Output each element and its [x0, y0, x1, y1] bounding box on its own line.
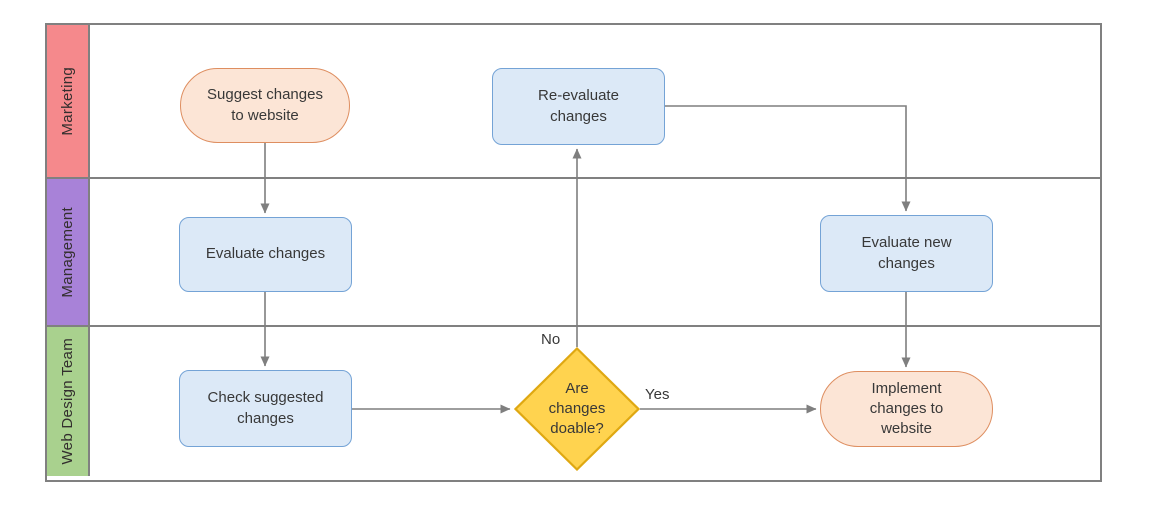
node-implement-changes: Implement changes to website [820, 371, 993, 447]
swimlane-frame: Marketing Management Web Design Team [45, 23, 1102, 482]
lane-label-management: Management [59, 206, 76, 298]
node-decision-label: Are changes doable? [548, 379, 606, 438]
node-decision-are-changes-doable: Are changes doable? [514, 347, 640, 471]
lane-web-design-team: Web Design Team [47, 325, 1100, 476]
node-check-suggested-changes: Check suggested changes [179, 370, 352, 447]
node-suggest-changes: Suggest changes to website [180, 68, 350, 143]
lane-header-web-design-team: Web Design Team [47, 327, 90, 476]
edge-label-no: No [541, 331, 561, 348]
node-implement-changes-label: Implement changes to website [869, 379, 944, 438]
lane-marketing: Marketing [47, 25, 1100, 177]
lane-label-web-design-team: Web Design Team [59, 338, 76, 465]
node-evaluate-new-changes-label: Evaluate new changes [861, 234, 952, 272]
decision-diamond-shape [514, 347, 640, 471]
node-suggest-changes-label: Suggest changes to website [207, 86, 323, 124]
node-evaluate-changes: Evaluate changes [179, 217, 352, 292]
node-evaluate-new-changes: Evaluate new changes [820, 215, 993, 292]
lane-header-marketing: Marketing [47, 25, 90, 177]
lane-header-management: Management [47, 179, 90, 325]
node-reevaluate-changes: Re-evaluate changes [492, 68, 665, 145]
node-reevaluate-changes-label: Re-evaluate changes [538, 87, 619, 125]
lane-label-marketing: Marketing [59, 66, 76, 136]
edge-label-yes: Yes [645, 386, 670, 403]
lane-management: Management [47, 177, 1100, 325]
node-evaluate-changes-label: Evaluate changes [205, 245, 326, 263]
node-check-suggested-changes-label: Check suggested changes [207, 389, 324, 427]
